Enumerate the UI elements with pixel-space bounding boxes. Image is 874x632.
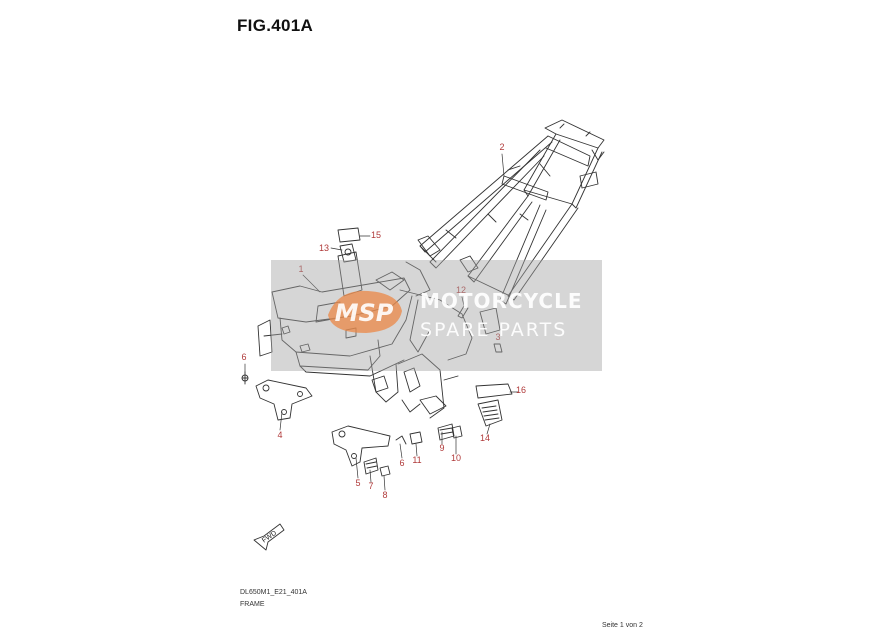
watermark-line-2: SPARE PARTS — [420, 319, 568, 341]
callout-5: 5 — [355, 478, 360, 488]
callout-6: 6 — [241, 352, 246, 362]
msp-logo-icon: MSP — [328, 290, 402, 333]
figure-title: FIG.401A — [237, 16, 314, 35]
watermark-line-1: MOTORCYCLE — [420, 289, 583, 313]
callout-10: 10 — [451, 453, 461, 463]
callout-1: 1 — [298, 264, 303, 274]
callout-14: 14 — [480, 433, 490, 443]
diagram-caption: FRAME — [240, 601, 265, 608]
main-frame — [399, 119, 605, 361]
callout-11: 11 — [412, 455, 421, 465]
left-bracket — [255, 379, 313, 421]
springs-and-nuts — [363, 423, 463, 477]
callout-3: 3 — [495, 332, 500, 342]
callout-8: 8 — [382, 490, 387, 500]
lower-bracket — [331, 425, 391, 467]
callout-13: 13 — [319, 243, 329, 253]
callout-6: 6 — [399, 458, 404, 468]
callout-2: 2 — [499, 142, 504, 152]
fwd-arrow-icon — [253, 523, 285, 551]
msp-logo-text: MSP — [335, 299, 394, 327]
fwd-label: FWD — [261, 530, 278, 545]
cap-and-mount — [337, 227, 361, 263]
diagram-code: DL650M1_E21_401A — [240, 589, 307, 596]
callout-16: 16 — [516, 385, 526, 395]
callout-9: 9 — [439, 443, 444, 453]
watermark-banner — [271, 260, 602, 371]
callout-7: 7 — [368, 481, 373, 491]
cover-and-grommet — [475, 383, 513, 427]
page-number: Seite 1 von 2 — [602, 622, 643, 629]
bolts — [241, 305, 503, 445]
callout-12: 12 — [456, 285, 466, 295]
callout-4: 4 — [277, 430, 282, 440]
callout-15: 15 — [371, 230, 381, 240]
